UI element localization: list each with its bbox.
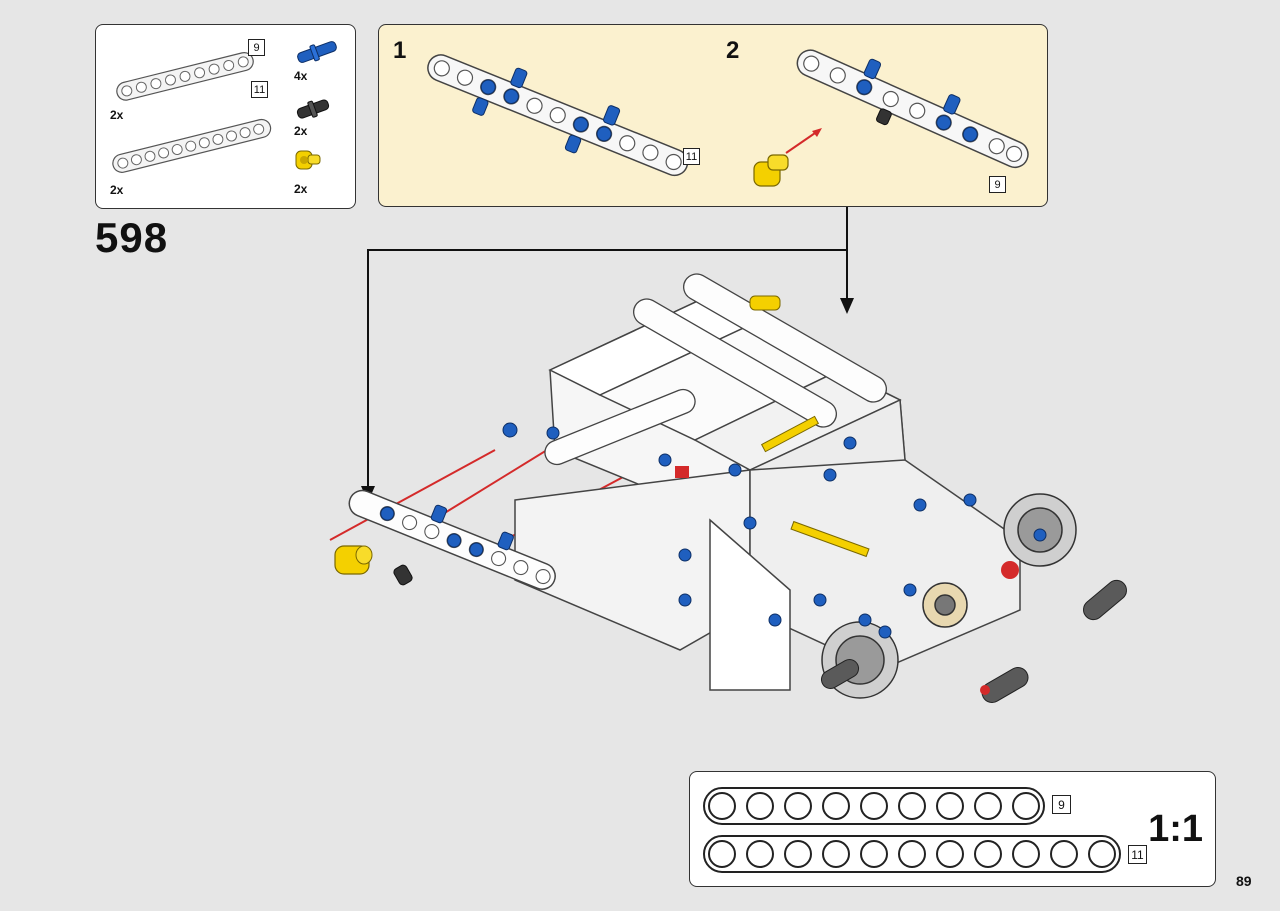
main-assembly-image [329, 273, 1127, 703]
scale-beam-11 [703, 835, 1121, 873]
step-number: 598 [95, 214, 169, 261]
scale-beam-9-length-box: 9 [1052, 795, 1071, 814]
scale-reference-panel: 9 11 1:1 [689, 771, 1216, 887]
substep-1-number: 1 [393, 37, 407, 64]
parts-list-panel: 9 2x 11 2x 4x 2x 2 [95, 24, 356, 209]
scale-beam-9 [703, 787, 1045, 825]
substeps-callout: 1 11 2 [378, 24, 1048, 207]
beam-11-length-box: 11 [251, 81, 268, 98]
beam-9-length-box: 9 [248, 39, 265, 56]
scale-label: 1:1 [1148, 808, 1203, 850]
blue-pin-part-image [297, 41, 337, 63]
beam-9-quantity: 2x [110, 108, 124, 122]
black-pin-quantity: 2x [294, 124, 308, 138]
substep-2-assembly-image [753, 49, 1029, 187]
substep-1-assembly-image [427, 54, 689, 177]
scale-beam-11-length-box: 11 [1128, 845, 1147, 864]
page-number: 89 [1236, 873, 1252, 889]
beam-11-quantity: 2x [110, 183, 124, 197]
blue-pin-quantity: 4x [294, 69, 308, 83]
yellow-connector-part-image [295, 150, 321, 170]
beam-11-part-image [112, 118, 272, 173]
substep-1-length-box: 11 [683, 148, 700, 165]
beam-9-part-image [116, 52, 254, 101]
substep-2-length-box: 9 [989, 176, 1006, 193]
yellow-connector-quantity: 2x [294, 182, 308, 196]
substep-2-number: 2 [726, 37, 740, 64]
black-pin-part-image [296, 99, 330, 119]
